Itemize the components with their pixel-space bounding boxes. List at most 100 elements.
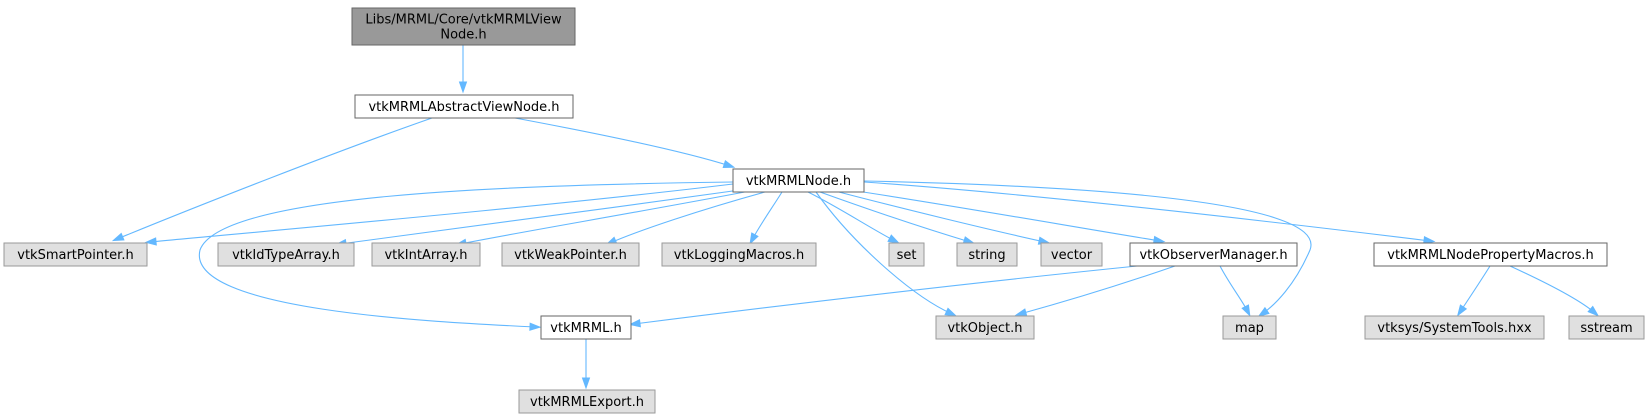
arrowhead-icon — [628, 319, 641, 328]
node-label: vtkLoggingMacros.h — [674, 248, 804, 263]
node-box — [1373, 242, 1608, 267]
node-box — [661, 242, 817, 267]
edge-line — [339, 189, 741, 245]
node-box — [518, 389, 656, 414]
edge-abstract-to-node — [514, 117, 736, 169]
edge-line — [807, 191, 896, 242]
node-box — [217, 242, 355, 267]
edge-line — [149, 183, 734, 243]
edge-line — [834, 190, 1046, 243]
node-label: vtkMRMLAbstractViewNode.h — [368, 100, 559, 115]
node-set: set — [888, 242, 925, 267]
node-node[interactable]: vtkMRMLNode.h — [732, 168, 865, 193]
edge-propmacros-to-sstream — [1509, 265, 1600, 317]
node-label: vtkWeakPointer.h — [514, 248, 627, 263]
edge-line — [815, 191, 953, 315]
arrowhead-icon — [1587, 305, 1600, 317]
edges-layer — [111, 45, 1600, 390]
node-label: Libs/MRML/Core/vtkMRMLView — [365, 13, 562, 28]
edge-line — [863, 180, 1312, 315]
edge-line — [849, 189, 1161, 242]
node-propmacros[interactable]: vtkMRMLNodePropertyMacros.h — [1373, 242, 1608, 267]
node-label: vtkObserverManager.h — [1139, 248, 1287, 263]
arrowhead-icon — [944, 307, 958, 317]
node-observer[interactable]: vtkObserverManager.h — [1129, 242, 1298, 267]
edge-node-to-propmacros — [863, 181, 1436, 245]
edge-line — [1509, 265, 1596, 314]
edge-line — [633, 265, 1138, 325]
node-box — [956, 242, 1018, 267]
edge-line — [459, 190, 751, 245]
node-vector: vector — [1040, 242, 1103, 267]
node-box — [1040, 242, 1103, 267]
arrowhead-icon — [887, 234, 900, 244]
edge-mrml-to-export — [581, 339, 591, 390]
node-box — [371, 242, 481, 267]
arrowhead-icon — [1257, 306, 1270, 318]
edge-node-to-idtype — [334, 189, 741, 248]
node-label: vtksys/SystemTools.hxx — [1377, 321, 1532, 336]
edge-line — [116, 117, 433, 240]
edge-line — [609, 191, 766, 244]
node-box — [732, 168, 865, 193]
edge-node-to-string — [819, 191, 976, 245]
arrowhead-icon — [1456, 304, 1468, 317]
node-object: vtkObject.h — [935, 315, 1035, 340]
node-box — [3, 242, 148, 267]
arrowhead-icon — [144, 237, 157, 246]
node-string: string — [956, 242, 1018, 267]
edge-line — [514, 117, 731, 167]
node-box — [1364, 315, 1545, 340]
edge-node-to-logging — [749, 191, 783, 245]
node-mrml[interactable]: vtkMRML.h — [540, 315, 632, 340]
node-systools: vtksys/SystemTools.hxx — [1364, 315, 1545, 340]
edge-abstract-to-smartptr — [111, 117, 433, 242]
edge-node-to-vector — [834, 190, 1051, 245]
edge-node-to-weakptr — [604, 191, 766, 246]
node-intarray: vtkIntArray.h — [371, 242, 481, 267]
edge-observer-to-object — [1014, 265, 1176, 317]
node-logging: vtkLoggingMacros.h — [661, 242, 817, 267]
node-box — [501, 242, 640, 267]
edge-line — [863, 181, 1431, 242]
node-label: vector — [1051, 248, 1093, 263]
node-label: set — [897, 248, 917, 263]
node-box — [1222, 315, 1277, 340]
node-box — [351, 7, 576, 46]
node-idtype: vtkIdTypeArray.h — [217, 242, 355, 267]
edge-line — [1019, 265, 1176, 315]
edge-observer-to-mrml — [628, 265, 1138, 328]
node-label: vtkIntArray.h — [384, 248, 467, 263]
node-label: vtkObject.h — [947, 321, 1022, 336]
arrowhead-icon — [1241, 304, 1251, 317]
node-weakptr: vtkWeakPointer.h — [501, 242, 640, 267]
node-box — [354, 94, 574, 119]
node-label: vtkMRMLExport.h — [530, 395, 644, 410]
edge-node-to-map — [863, 180, 1312, 318]
edge-line — [751, 191, 783, 241]
node-box — [935, 315, 1035, 340]
arrowhead-icon — [1152, 235, 1166, 245]
node-label: vtkMRML.h — [550, 321, 621, 336]
edge-node-to-set — [807, 191, 900, 244]
node-label: vtkMRMLNode.h — [746, 174, 851, 189]
node-label: string — [968, 248, 1005, 263]
node-abstract[interactable]: vtkMRMLAbstractViewNode.h — [354, 94, 574, 119]
node-box — [540, 315, 632, 340]
node-label: sstream — [1580, 321, 1632, 336]
arrowhead-icon — [1014, 308, 1028, 317]
node-smartptr: vtkSmartPointer.h — [3, 242, 148, 267]
arrowhead-icon — [722, 160, 736, 169]
arrowhead-icon — [529, 322, 542, 331]
edge-line — [1219, 265, 1249, 313]
node-label: vtkIdTypeArray.h — [232, 248, 340, 263]
node-box — [888, 242, 925, 267]
node-label: Node.h — [440, 28, 486, 43]
node-export: vtkMRMLExport.h — [518, 389, 656, 414]
edge-propmacros-to-systools — [1456, 265, 1491, 317]
edge-node-to-smartptr — [144, 183, 734, 246]
node-label: vtkSmartPointer.h — [17, 248, 133, 263]
